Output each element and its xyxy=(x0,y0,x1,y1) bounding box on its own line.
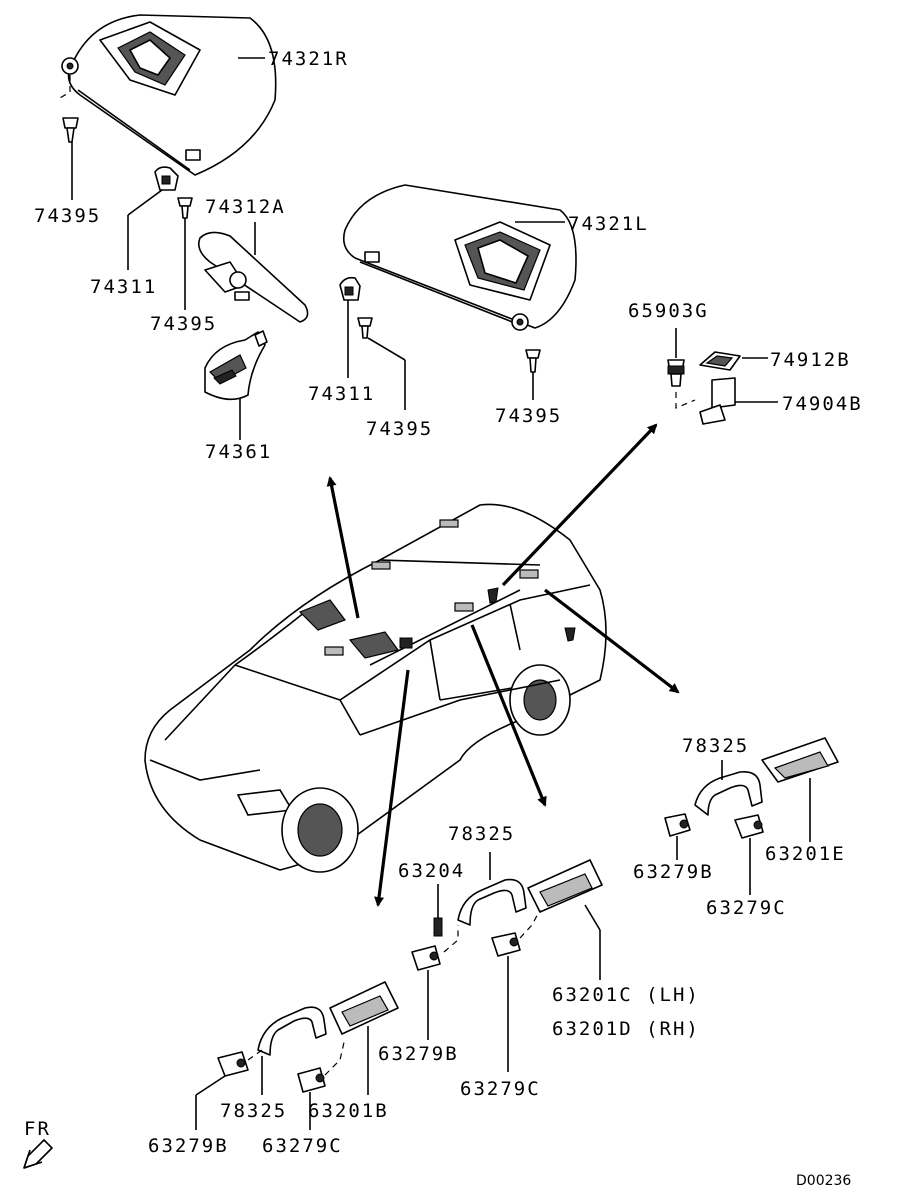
label-63204: 63204 xyxy=(398,860,465,882)
label-78325-a: 78325 xyxy=(682,735,749,757)
label-78325-b: 78325 xyxy=(448,823,515,845)
label-78325-c: 78325 xyxy=(220,1100,287,1122)
sun-visor-rh xyxy=(61,14,277,176)
label-63279C-b: 63279C xyxy=(460,1078,541,1100)
front-direction-indicator xyxy=(23,1139,53,1169)
label-63279C-c: 63279C xyxy=(262,1135,343,1157)
label-74312A: 74312A xyxy=(205,196,286,218)
visor-holder-74311-a xyxy=(154,166,179,191)
label-63201C: 63201C (LH) xyxy=(552,984,700,1006)
label-74912B: 74912B xyxy=(770,349,851,371)
visor-holder-74311-b xyxy=(339,276,361,301)
label-74904B: 74904B xyxy=(782,393,863,415)
label-74395-c: 74395 xyxy=(366,418,433,440)
part-labels: 74321R 74395 74312A 74311 74395 74361 74… xyxy=(24,48,863,1187)
screw-74395-b xyxy=(177,197,193,219)
assist-grip-group-rear xyxy=(664,737,839,839)
rear-view-mirror xyxy=(197,231,309,323)
label-74321R: 74321R xyxy=(268,48,349,70)
screw-74395-c xyxy=(357,317,373,339)
label-74311-a: 74311 xyxy=(90,276,157,298)
assist-grip-group-middle xyxy=(411,859,603,971)
label-74395-b: 74395 xyxy=(150,313,217,335)
label-63279B-a: 63279B xyxy=(633,861,714,883)
diagram-code: D00236 xyxy=(796,1173,851,1187)
label-74395-d: 74395 xyxy=(495,405,562,427)
label-65903G: 65903G xyxy=(628,300,709,322)
coat-hook-group xyxy=(667,351,741,425)
screw-74395-d xyxy=(525,349,541,373)
direction-label: FR xyxy=(24,1118,51,1140)
label-63201D: 63201D (RH) xyxy=(552,1018,700,1040)
label-63201B: 63201B xyxy=(308,1100,389,1122)
label-74361: 74361 xyxy=(205,441,272,463)
map-lamp xyxy=(204,330,268,401)
label-63279C-a: 63279C xyxy=(706,897,787,919)
label-74311-b: 74311 xyxy=(308,383,375,405)
label-63201E: 63201E xyxy=(765,843,846,865)
sun-visor-lh xyxy=(342,184,577,331)
label-74321L: 74321L xyxy=(568,213,649,235)
leader-lines xyxy=(71,57,811,1130)
label-63279B-b: 63279B xyxy=(378,1043,459,1065)
label-74395-a: 74395 xyxy=(34,205,101,227)
label-63279B-c: 63279B xyxy=(148,1135,229,1157)
callout-arrows xyxy=(326,423,680,907)
vehicle-outline xyxy=(144,503,607,873)
assist-grip-group-front xyxy=(217,981,399,1093)
